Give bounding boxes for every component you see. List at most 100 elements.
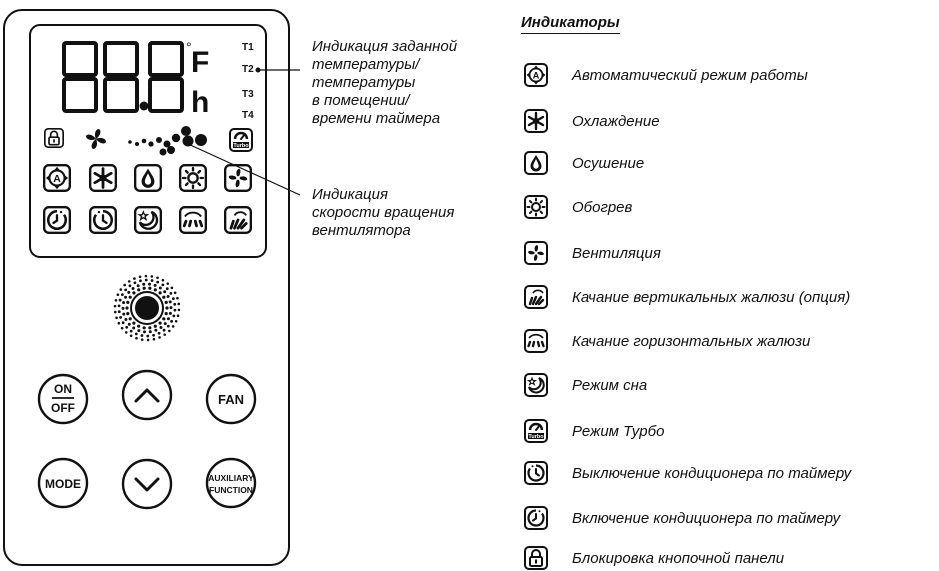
- receiver-dot: [124, 318, 128, 322]
- fan-speed-dots-icon: [128, 126, 207, 156]
- receiver-dot: [113, 310, 117, 314]
- legend-item: Осушение: [524, 150, 644, 176]
- receiver-dot: [144, 278, 148, 282]
- receiver-dot: [172, 314, 176, 318]
- horizontal-swing-icon: [524, 329, 548, 353]
- mode-button[interactable]: MODE: [37, 457, 89, 509]
- receiver-dot: [166, 324, 170, 328]
- receiver-dot: [168, 300, 172, 304]
- legend-item: Автоматический режим работы: [524, 62, 808, 88]
- receiver-dot: [168, 311, 172, 315]
- receiver-dot: [153, 324, 157, 328]
- lock-icon: [524, 546, 548, 570]
- callout-fan-speed: Индикация скорости вращения вентилятора: [312, 186, 455, 239]
- receiver-dot: [131, 286, 135, 290]
- receiver-dot: [156, 276, 159, 280]
- receiver-dot: [121, 306, 125, 310]
- legend-item: Включение кондиционера по таймеру: [524, 505, 840, 531]
- receiver-dot: [146, 334, 150, 338]
- on-off-button[interactable]: ON OFF: [37, 373, 89, 425]
- receiver-dot: [176, 296, 179, 300]
- receiver-dot: [158, 291, 162, 295]
- receiver-dot: [147, 282, 151, 286]
- receiver-dot: [162, 317, 166, 321]
- dry-drop-icon: [524, 151, 548, 175]
- degree-mark: °: [186, 39, 192, 55]
- receiver-dot: [129, 334, 133, 338]
- receiver-dot: [120, 326, 124, 330]
- legend-item: Режим Турбо: [524, 418, 664, 444]
- receiver-dot: [157, 331, 161, 335]
- receiver-dot: [177, 308, 181, 312]
- timer-off-icon: [524, 461, 548, 485]
- receiver-dot: [161, 278, 165, 282]
- timer-on-icon: [524, 506, 548, 530]
- legend-item: Режим сна: [524, 372, 647, 398]
- receiver-dot: [161, 283, 165, 287]
- receiver-dot: [173, 308, 177, 312]
- receiver-dot: [113, 304, 117, 308]
- receiver-dot: [124, 331, 128, 334]
- chevron-up-icon: [134, 388, 160, 403]
- receiver-dot: [166, 294, 170, 298]
- receiver-dot: [163, 290, 167, 294]
- receiver-dot: [120, 293, 124, 297]
- receiver-dot: [158, 286, 162, 290]
- receiver-dot: [152, 333, 155, 337]
- receiver-dot: [115, 316, 118, 320]
- t4-label: T4: [242, 110, 254, 121]
- receiver-dot: [176, 314, 180, 318]
- receiver-dot: [164, 300, 168, 304]
- receiver-dot: [177, 302, 181, 306]
- receiver-dot: [122, 301, 126, 305]
- receiver-dot: [153, 283, 157, 287]
- receiver-dot: [165, 306, 169, 310]
- receiver-dot: [166, 282, 170, 285]
- unit-f-label: F: [191, 46, 209, 79]
- receiver-dot: [156, 280, 160, 284]
- receiver-dot: [128, 284, 132, 288]
- legend-item: Охлаждение: [524, 108, 660, 134]
- receiver-dot: [173, 302, 177, 306]
- receiver-dot: [117, 321, 121, 325]
- remote-control: ° F h T1 T2 T3 T4 ON OFF: [3, 9, 300, 566]
- receiver-dot: [166, 317, 170, 321]
- vertical-swing-icon: [524, 285, 548, 309]
- receiver-dot: [134, 332, 138, 336]
- receiver-dot: [153, 288, 157, 292]
- receiver-dot: [125, 325, 129, 329]
- receiver-dot: [137, 324, 141, 328]
- receiver-dot: [148, 330, 152, 334]
- receiver-dot: [142, 282, 146, 286]
- legend-item: Блокировка кнопочной панели: [524, 545, 784, 571]
- receiver-dot: [119, 288, 123, 291]
- receiver-dot: [171, 297, 175, 301]
- receiver-dot: [133, 277, 136, 280]
- receiver-dot: [143, 330, 147, 334]
- receiver-dot: [140, 338, 144, 341]
- receiver-dot: [118, 298, 122, 302]
- receiver-dot: [117, 310, 121, 314]
- receiver-dot: [126, 312, 130, 316]
- digit-display-icon: [62, 41, 184, 113]
- receiver-dot: [128, 295, 132, 299]
- receiver-dot: [138, 275, 142, 279]
- sleep-icon: [524, 373, 548, 397]
- receiver-dot: [152, 337, 156, 341]
- fan-button[interactable]: FAN: [205, 373, 257, 425]
- legend-item: Обогрев: [524, 194, 632, 220]
- chevron-down-icon: [134, 477, 160, 492]
- up-arrow-button[interactable]: [121, 369, 173, 421]
- receiver-dot: [162, 328, 166, 332]
- receiver-dot: [148, 326, 152, 330]
- unit-h-label: h: [191, 86, 209, 119]
- legend-item: Качание горизонтальных жалюзи: [524, 328, 810, 354]
- t2-label: T2: [242, 64, 254, 75]
- down-arrow-button[interactable]: [121, 458, 173, 510]
- svg-text:FUNCTION: FUNCTION: [209, 485, 253, 495]
- auxiliary-function-button[interactable]: AUXILIARY FUNCTION: [205, 457, 257, 509]
- legend-item: Выключение кондиционера по таймеру: [524, 460, 851, 486]
- receiver-dot: [163, 333, 167, 336]
- svg-text:AUXILIARY: AUXILIARY: [208, 473, 254, 483]
- receiver-dot: [126, 300, 130, 304]
